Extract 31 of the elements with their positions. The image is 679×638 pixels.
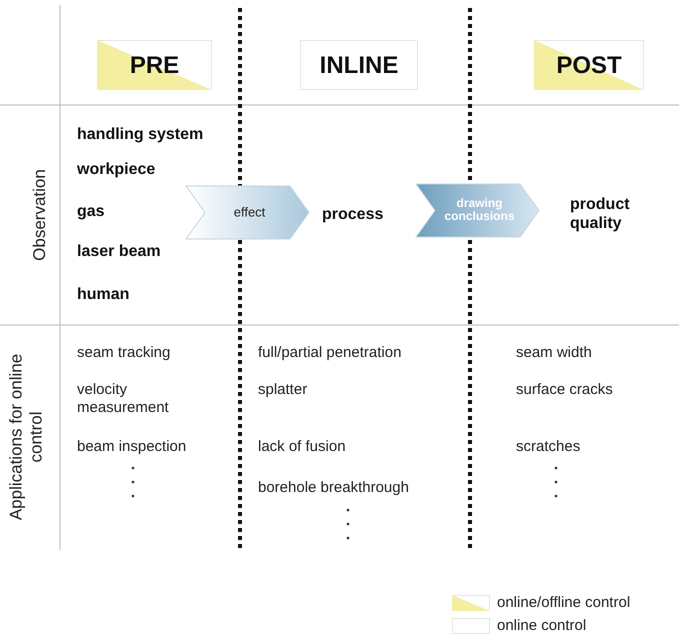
column-header-box bbox=[97, 40, 212, 90]
table-entry: scratches bbox=[516, 438, 580, 456]
table-entry: seam tracking bbox=[77, 344, 170, 362]
chevron-label: effect bbox=[232, 205, 266, 220]
row-heading: Applications for online control bbox=[6, 352, 47, 522]
table-entry: lack of fusion bbox=[258, 438, 346, 456]
observation-item: handling system bbox=[77, 125, 204, 144]
column-heading: POST bbox=[555, 52, 623, 80]
column-heading: PRE bbox=[128, 52, 180, 80]
column-heading: INLINE bbox=[318, 52, 400, 80]
chevron-arrow bbox=[415, 183, 540, 238]
chevron-arrow bbox=[185, 185, 310, 240]
observation-item: gas bbox=[77, 202, 105, 222]
column-header-box bbox=[300, 40, 418, 90]
legend-label: online control bbox=[497, 617, 586, 634]
column-header-box bbox=[534, 40, 644, 90]
table-entry: beam inspection bbox=[77, 438, 186, 456]
table-entry: full/partial penetration bbox=[258, 344, 402, 362]
chevron-label: drawing conclusions bbox=[443, 196, 516, 224]
observation-item: laser beam bbox=[77, 242, 161, 262]
table-entry: splatter bbox=[258, 381, 308, 399]
table-entry: velocity measurement bbox=[77, 381, 170, 417]
table-entry: seam width bbox=[516, 344, 592, 362]
observation-item: human bbox=[77, 285, 130, 304]
table-entry: surface cracks bbox=[516, 381, 613, 399]
observation-item: product quality bbox=[570, 195, 631, 234]
row-heading: Observation bbox=[30, 169, 50, 261]
observation-item: workpiece bbox=[77, 160, 156, 180]
table-entry: borehole breakthrough bbox=[258, 479, 409, 497]
legend-label: online/offline control bbox=[497, 594, 630, 611]
observation-item: process bbox=[322, 205, 384, 224]
